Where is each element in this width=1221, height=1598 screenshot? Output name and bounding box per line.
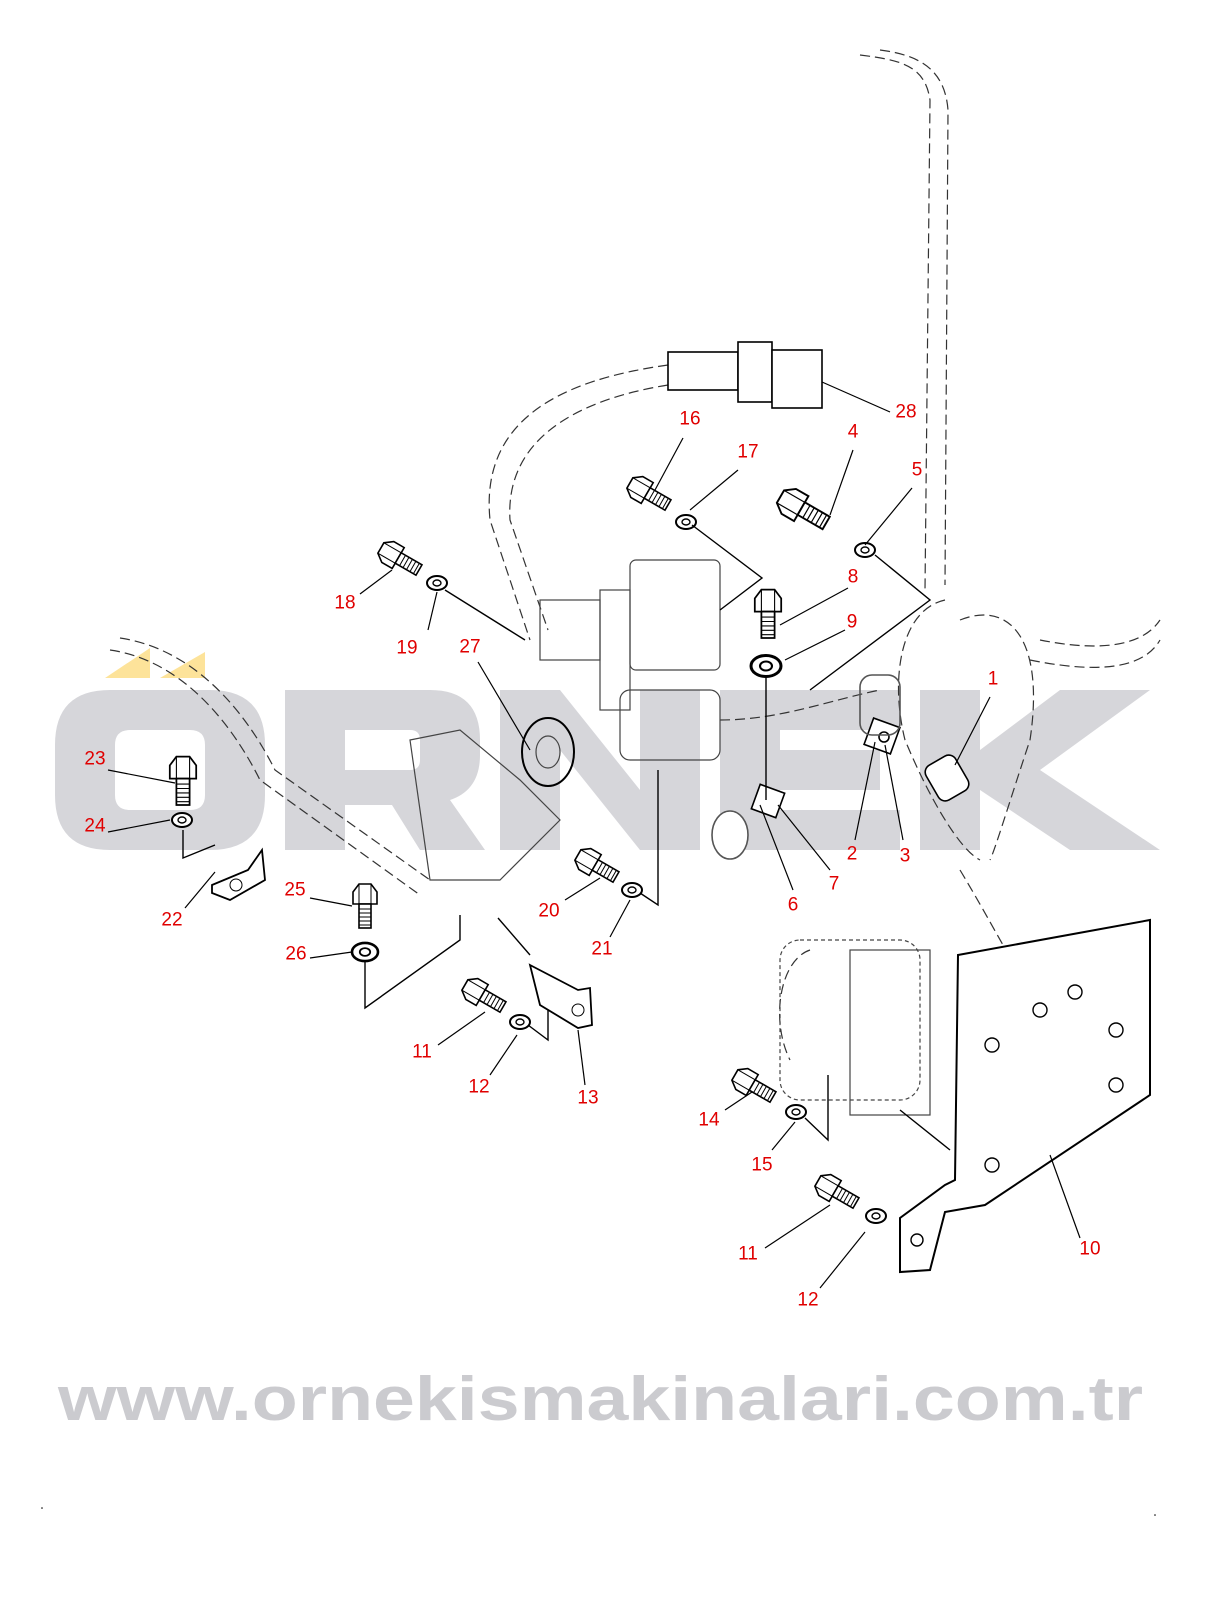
harness-hoses [109, 49, 1161, 1061]
callout-23: 23 [84, 748, 106, 770]
callout-9: 9 [846, 611, 858, 633]
watermark-letter-k [920, 690, 1160, 850]
callout-11: 11 [412, 1041, 432, 1063]
callout-26: 26 [285, 943, 307, 965]
callout-10: 10 [1079, 1238, 1101, 1260]
callout-22: 22 [161, 909, 183, 931]
callout-27: 27 [459, 636, 481, 658]
callout-24: 24 [84, 815, 106, 837]
callout-19: 19 [396, 637, 418, 659]
watermark-letter-r [285, 690, 485, 850]
assembly-lines [182, 524, 951, 1151]
callout-13: 13 [577, 1087, 599, 1109]
callout-3: 3 [899, 845, 911, 867]
callout-12-lower: 12 [797, 1289, 819, 1311]
callout-6: 6 [787, 894, 799, 916]
clamp-parts [711, 674, 970, 860]
corner-mark [41, 1507, 43, 1509]
callout-1: 1 [987, 668, 999, 690]
bracket-22-hole [229, 878, 243, 892]
callout-25: 25 [284, 879, 306, 901]
leader-lines [107, 381, 1081, 1289]
bracket-13 [528, 963, 593, 1029]
bracket-13-hole [571, 1003, 585, 1017]
callout-16: 16 [679, 408, 701, 430]
callout-12: 12 [468, 1076, 490, 1098]
callout-17: 17 [737, 441, 759, 463]
callout-20: 20 [538, 900, 560, 922]
watermark-accent [105, 648, 150, 678]
bracket-nuts [910, 984, 1124, 1247]
callout-7: 7 [828, 873, 840, 895]
valve-assembly [409, 559, 931, 1116]
watermark-accent [160, 652, 205, 678]
watermark-letter-o [55, 690, 265, 850]
bracket-10 [899, 918, 1151, 1274]
watermark-letter-n [500, 690, 700, 850]
callout-4: 4 [847, 421, 859, 443]
callout-5: 5 [911, 459, 923, 481]
callout-28: 28 [895, 401, 917, 423]
callout-11-lower: 11 [738, 1243, 758, 1265]
callout-21: 21 [591, 938, 613, 960]
bracket-22 [211, 847, 266, 901]
callout-15: 15 [751, 1154, 773, 1176]
callout-2: 2 [846, 843, 858, 865]
watermark-url: www.ornekismakinalari.com.tr [57, 1365, 1143, 1434]
corner-mark [1154, 1514, 1156, 1516]
callout-18: 18 [334, 592, 356, 614]
callout-14: 14 [698, 1109, 720, 1131]
washers [171, 514, 887, 1224]
connector-28 [667, 341, 823, 409]
callout-8: 8 [847, 566, 859, 588]
